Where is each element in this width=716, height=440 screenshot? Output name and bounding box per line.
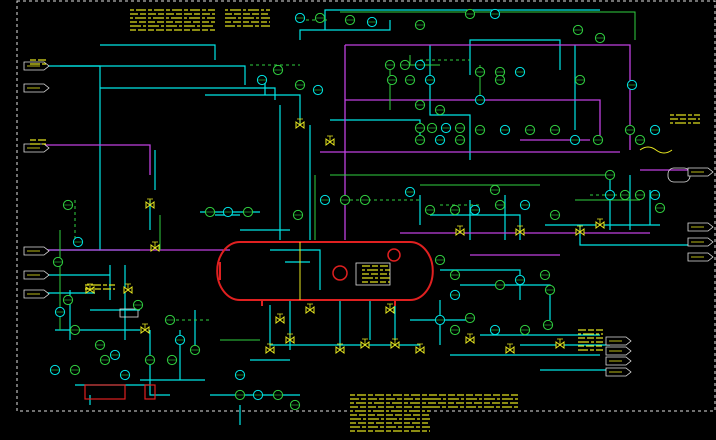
instrument-bubbles xyxy=(49,8,666,411)
signal-lines xyxy=(74,19,630,321)
utility-lines xyxy=(45,44,690,256)
annotation-text-blocks xyxy=(30,9,700,432)
control-valves xyxy=(85,118,605,354)
process-lines xyxy=(45,9,690,425)
offpage-connectors xyxy=(23,61,714,377)
drawing-border xyxy=(16,0,716,412)
equipment-symbols xyxy=(84,146,691,400)
instrument-lines xyxy=(59,11,640,341)
horizontal-vessel xyxy=(216,241,434,306)
